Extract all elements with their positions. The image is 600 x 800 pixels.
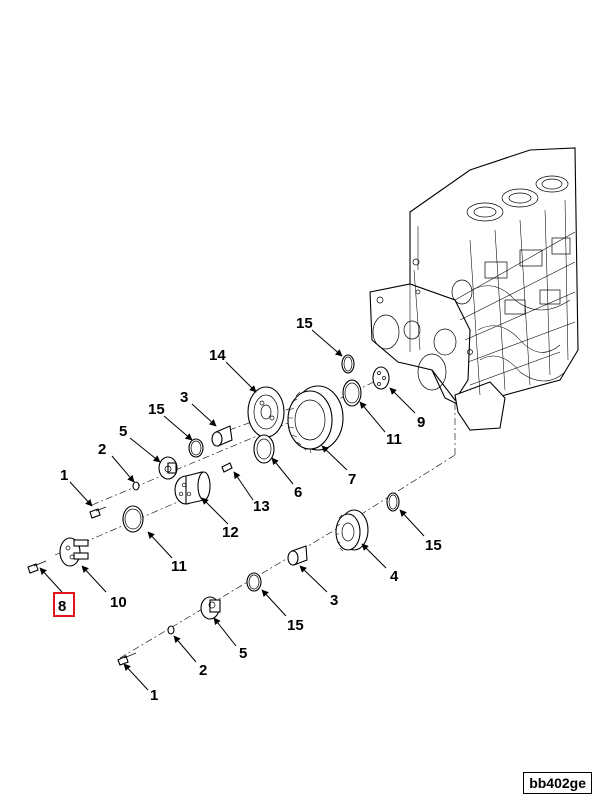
spacer-upper: [158, 456, 178, 480]
callout-5-lower: 5: [239, 645, 247, 662]
highlight-box: [53, 592, 75, 617]
callout-4: 4: [390, 568, 399, 585]
drive-gear: [287, 385, 344, 454]
callout-15-upper-right: 15: [296, 315, 313, 332]
thrust-washer-upper: [342, 379, 362, 407]
callout-1-lower: 1: [150, 687, 158, 704]
spacer-lower: [200, 596, 221, 620]
callout-6: 6: [294, 484, 302, 501]
callout-7: 7: [348, 471, 356, 488]
washer-upper: [132, 481, 140, 491]
callout-15-upper-left: 15: [148, 401, 165, 418]
callout-2-upper: 2: [98, 441, 106, 458]
callout-labels: 1 2 5 15 3 14 15 13 12 6 7 11 9 10 11 15…: [53, 315, 442, 704]
lower-gear: [335, 509, 369, 552]
callout-9: 9: [417, 414, 425, 431]
callout-3-upper: 3: [180, 389, 188, 406]
callout-11-lower: 11: [171, 558, 187, 575]
dowel-pin: [221, 462, 233, 473]
snap-ring-lower-left: [246, 572, 262, 592]
bushing-upper: [211, 425, 233, 447]
callout-3-lower: 3: [330, 592, 338, 609]
washer-lower: [167, 625, 175, 635]
leader-lines: [39, 329, 425, 691]
snap-ring-lower-right: [386, 492, 400, 512]
bushing-lower: [287, 545, 308, 566]
hub: [174, 471, 211, 505]
flange-plate: [59, 537, 89, 567]
callout-15-lower-left: 15: [287, 617, 304, 634]
callout-1-upper: 1: [60, 467, 68, 484]
callout-15-lower-right: 15: [425, 537, 442, 554]
snap-ring-upper-right: [341, 354, 355, 374]
bolt-highlighted: [27, 560, 47, 574]
snap-ring-upper-left: [188, 438, 204, 458]
callout-5-upper: 5: [119, 423, 127, 440]
bearing-ring: [253, 434, 275, 464]
callout-11-upper: 11: [386, 431, 402, 448]
callout-2-lower: 2: [199, 662, 207, 679]
callout-10: 10: [110, 594, 127, 611]
gear-plate: [372, 366, 390, 390]
bolt-lower: [117, 652, 137, 666]
bolt-upper: [89, 506, 107, 519]
callout-12: 12: [222, 524, 239, 541]
idler-gear: [247, 386, 285, 438]
drawing-reference-label: bb402ge: [523, 772, 592, 794]
thrust-washer-lower: [122, 505, 144, 533]
engine-block: [369, 147, 579, 431]
callout-13: 13: [253, 498, 270, 515]
callout-14: 14: [209, 347, 226, 364]
callout-8-highlighted: 8: [58, 598, 66, 615]
